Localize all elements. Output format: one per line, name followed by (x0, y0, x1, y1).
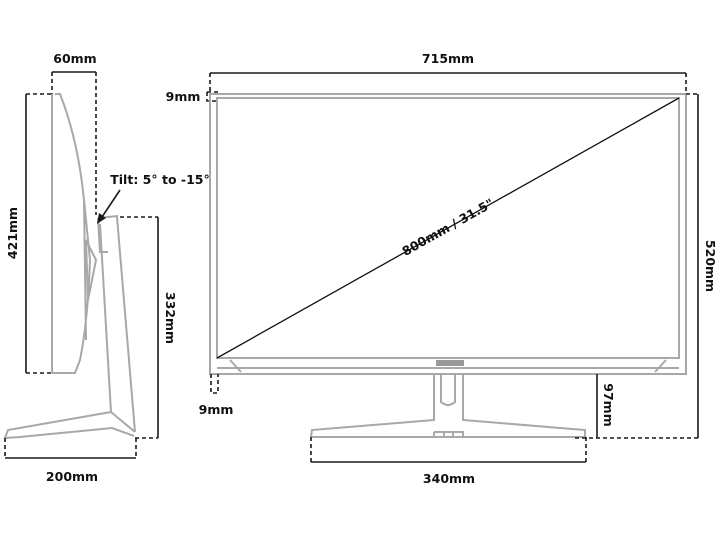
side-panel (51, 93, 98, 374)
diagonal-line (216, 97, 680, 359)
side-view: 60mm 421mm 332mm 200mm Tilt: 5° to -15° (3, 51, 210, 484)
screen-area (216, 97, 680, 359)
panel-height-label: 421mm (5, 207, 20, 259)
side-stand (3, 215, 136, 440)
height-label: 520mm (703, 240, 718, 292)
side-bezel-label: 9mm (199, 402, 234, 417)
bottom-clearance-label: 97mm (601, 383, 616, 426)
monitor-frame (209, 93, 687, 375)
side-bezel-bracket (210, 374, 219, 394)
side-depth-label: 60mm (53, 51, 96, 66)
width-label: 715mm (422, 51, 474, 66)
diagonal-label: 800mm / 31.5" (399, 195, 496, 259)
front-view: 800mm / 31.5" 715mm 520mm 97mm 340mm 9mm… (166, 51, 718, 486)
arrowhead-icon (97, 213, 106, 224)
top-bezel-bracket (206, 91, 218, 102)
base-depth-label: 200mm (46, 469, 98, 484)
tilt-arrow-icon (99, 189, 121, 221)
bottom-bezel (217, 359, 679, 373)
base-width-label: 340mm (423, 471, 475, 486)
front-stand (309, 374, 586, 438)
top-bezel-label: 9mm (166, 89, 201, 104)
stand-height-label: 332mm (163, 292, 178, 344)
tilt-label: Tilt: 5° to -15° (110, 172, 209, 187)
brand-logo (436, 360, 464, 366)
